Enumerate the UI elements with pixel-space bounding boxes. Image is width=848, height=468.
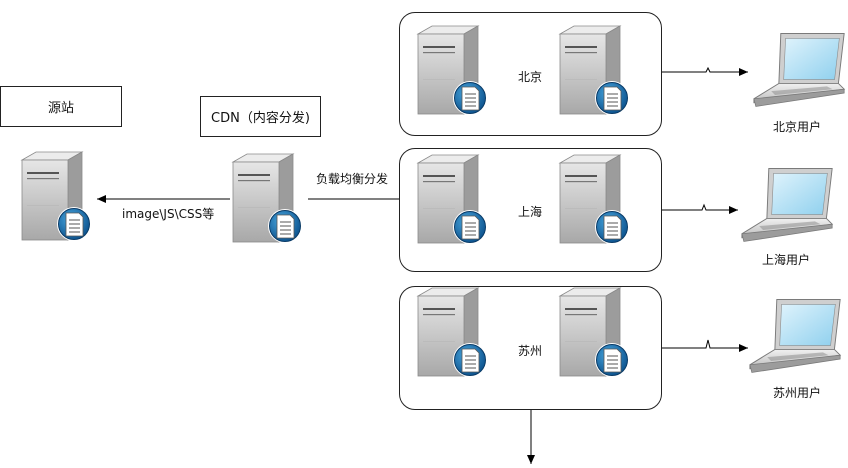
region-name-shanghai: 上海 bbox=[517, 205, 543, 219]
user-label-suzhou: 苏州用户 bbox=[772, 386, 822, 400]
beijing-server-right-icon bbox=[554, 24, 634, 124]
origin-label-box: 源站 bbox=[0, 86, 122, 127]
cdn-label-box: CDN（内容分发) bbox=[200, 96, 321, 137]
region-name-beijing: 北京 bbox=[517, 70, 543, 84]
cdn-server-icon bbox=[227, 152, 307, 252]
shanghai-laptop-icon bbox=[740, 165, 836, 245]
shanghai-user-connector bbox=[662, 203, 738, 214]
suzhou-server-left-icon bbox=[412, 286, 492, 386]
origin-server-icon bbox=[16, 150, 96, 250]
cdn-label: CDN（内容分发) bbox=[211, 111, 310, 126]
resources-edge-label: image\JS\CSS等 bbox=[122, 207, 215, 221]
shanghai-server-left-icon bbox=[412, 153, 492, 253]
region-name-suzhou: 苏州 bbox=[517, 344, 543, 358]
load-balance-edge-label: 负载均衡分发 bbox=[316, 172, 389, 186]
suzhou-laptop-icon bbox=[748, 296, 844, 376]
beijing-laptop-icon bbox=[752, 30, 848, 110]
origin-label: 源站 bbox=[47, 101, 74, 116]
beijing-server-left-icon bbox=[412, 24, 492, 124]
shanghai-server-right-icon bbox=[554, 153, 634, 253]
suzhou-user-connector bbox=[662, 339, 748, 352]
user-label-shanghai: 上海用户 bbox=[761, 253, 811, 267]
suzhou-server-right-icon bbox=[554, 286, 634, 386]
user-label-beijing: 北京用户 bbox=[772, 120, 822, 134]
beijing-user-connector bbox=[662, 66, 748, 76]
